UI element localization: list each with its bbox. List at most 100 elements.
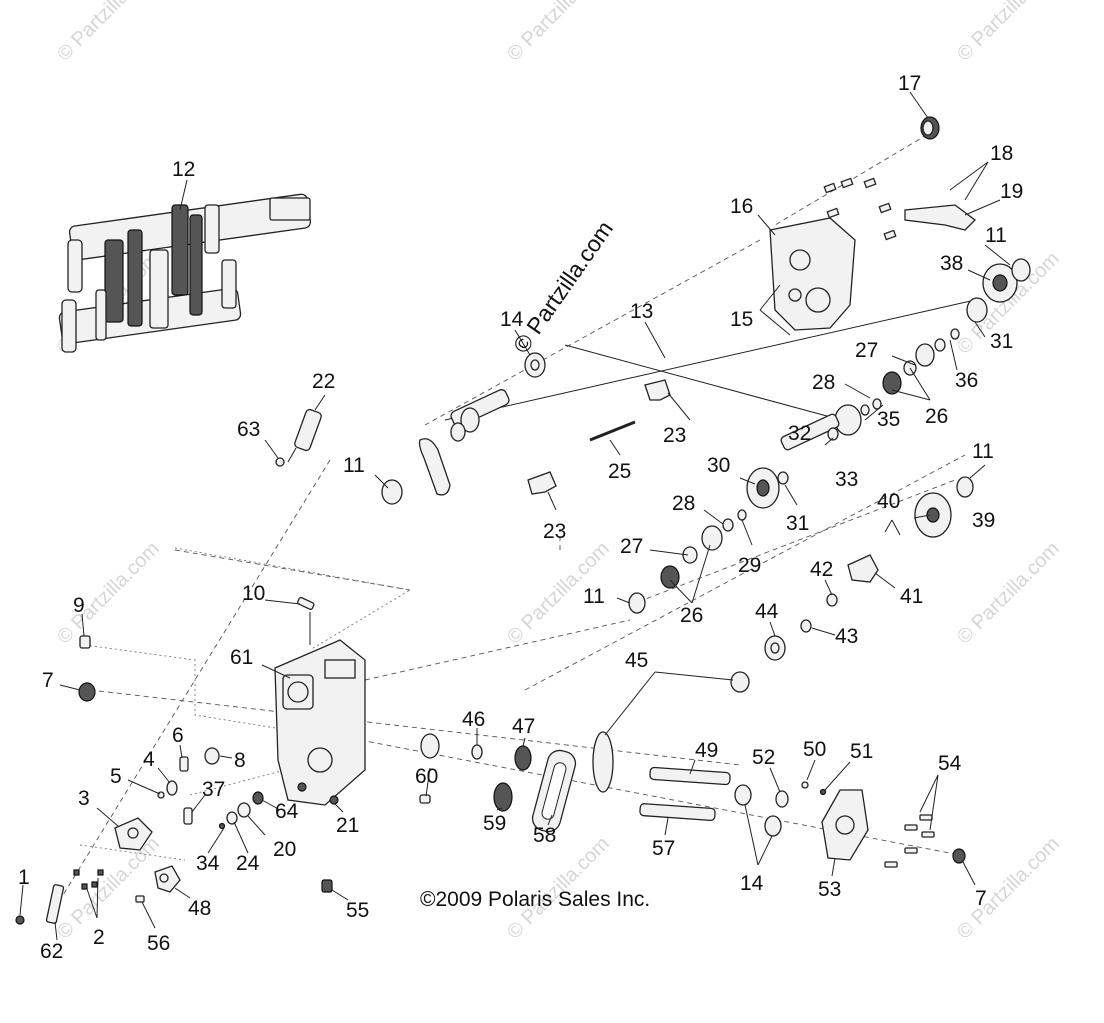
callout-22: 22 [312,370,335,393]
callout-40: 40 [877,490,900,513]
callout-58: 58 [533,824,556,847]
callout-2: 2 [93,926,105,949]
bearing-11-left [381,479,403,505]
callout-numbers: 12 17 18 19 16 11 38 13 14 15 31 27 36 2… [18,72,1023,963]
callout-8: 8 [234,749,246,772]
chain-58 [531,749,577,833]
part-56 [135,895,145,903]
callout-18: 18 [990,142,1013,165]
main-case-61 [274,612,366,806]
rod-25 [589,420,636,442]
spring-37 [183,807,193,825]
bearings-14-low [734,784,782,837]
bearing-mid-low [420,733,440,759]
parts-24-20-64 [218,791,264,830]
watermark-tile: © Partzilla.com [53,538,164,649]
cover-53 [821,789,869,861]
disc-45 [592,731,614,793]
plug-9 [79,635,91,649]
callout-49: 49 [695,739,718,762]
bolts-2 [73,869,104,890]
chain [418,438,451,496]
callout-42: 42 [810,558,833,581]
bearing-14-top [524,352,546,378]
small-parts-4-5-6 [157,756,189,799]
callout-23: 23 [663,424,686,447]
watermark-tile: © Partzilla.com [953,0,1064,66]
callout-7: 7 [42,669,54,692]
shaft-57 [639,803,716,822]
callout-32: 32 [788,422,811,445]
plate-3 [114,817,153,851]
callout-19: 19 [1000,180,1023,203]
callout-4: 4 [143,748,155,771]
callout-39: 39 [972,509,995,532]
ring-52 [775,790,789,808]
seal-7-right [952,848,966,864]
callout-23: 23 [543,520,566,543]
callout-15: 15 [730,308,753,331]
watermark-tile: © Partzilla.com [503,0,614,66]
pin-10 [297,596,315,610]
part-55 [321,879,333,893]
callout-28: 28 [672,492,695,515]
callout-43: 43 [835,625,858,648]
part-8 [204,747,220,765]
bearing-11-top [1011,258,1031,282]
part-45 [730,671,750,693]
shaft-22 [287,408,322,463]
callout-16: 16 [730,195,753,218]
ring-46 [471,744,483,760]
callout-3: 3 [78,787,90,810]
callout-31: 31 [786,512,809,535]
fork-23-bottom [527,471,557,495]
seal-7-left [78,682,96,702]
callout-64: 64 [275,800,299,823]
shaft-32 [780,413,840,451]
watermark-tile: © Partzilla.com [953,833,1064,944]
callout-27: 27 [620,535,643,558]
watermark-center: © Partzilla.com [508,216,618,358]
bracket-19 [904,204,976,231]
callout-13: 13 [630,300,653,323]
callout-60: 60 [415,765,438,788]
bearing-11-right [956,476,974,498]
bracket-62 [45,884,65,924]
callout-48: 48 [188,897,211,920]
watermark-tile: © Partzilla.com [53,833,164,944]
callout-52: 52 [752,746,775,769]
callout-14: 14 [740,872,764,895]
plate-41 [847,554,879,583]
input-shaft [450,389,510,442]
callout-37: 37 [202,778,225,801]
callout-62: 62 [40,940,63,963]
callout-11: 11 [583,585,605,608]
watermark-tile: © Partzilla.com [953,538,1064,649]
callout-33: 33 [835,468,858,491]
nut-1 [15,915,25,925]
leader-lines [19,91,1011,941]
callout-11: 11 [985,224,1007,247]
gear-38 [982,263,1018,303]
callout-5: 5 [110,765,122,788]
callout-26: 26 [925,405,948,428]
callout-29: 29 [738,554,761,577]
ring-42-43 [800,593,838,633]
parts-50-51 [801,781,827,796]
callout-59: 59 [483,812,506,835]
callout-14: 14 [500,308,524,331]
sensor-48 [154,865,181,893]
callout-1: 1 [18,866,30,889]
watermark-tile: © Partzilla.com [53,0,164,66]
callout-28: 28 [812,371,835,394]
callout-12: 12 [172,158,195,181]
gear-30 [746,467,789,509]
bearing-44 [764,635,786,661]
callout-25: 25 [608,460,631,483]
copyright-text: ©2009 Polaris Sales Inc. [420,888,650,911]
bolts-18 [823,177,897,241]
callout-46: 46 [462,708,485,731]
callout-27: 27 [855,339,878,362]
callout-41: 41 [900,585,923,608]
callout-36: 36 [955,369,978,392]
